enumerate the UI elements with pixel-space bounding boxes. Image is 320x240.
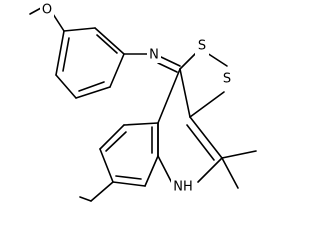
- atom-sulfur-top: S: [195, 38, 209, 56]
- sulfur-right-label: S: [223, 72, 231, 87]
- atom-oxygen: O: [40, 2, 54, 18]
- dithiole-ring: [179, 52, 228, 118]
- sulfur-top-label: S: [198, 39, 206, 54]
- imine-double-bond-a: [160, 56, 181, 67]
- methyl-oxygen-bond: [29, 7, 42, 15]
- aryl-methyl-end: [79, 196, 92, 202]
- atom-amine-nh: NH: [171, 178, 195, 196]
- aryl-methyl-bond: [90, 181, 114, 202]
- amine-nh-label: NH: [173, 180, 193, 195]
- benzo-ring: [99, 122, 159, 187]
- oxygen-ring-bond: [52, 13, 65, 32]
- methyl-bond-upper: [221, 150, 257, 159]
- methoxy-oxygen-label: O: [42, 3, 52, 18]
- imine-nitrogen-label: N: [149, 48, 159, 63]
- methyl-bond-lower: [221, 157, 239, 189]
- atom-imine-nitrogen: N: [147, 47, 161, 63]
- atom-sulfur-right: S: [220, 70, 234, 88]
- imine-double-bond-b: [157, 62, 178, 73]
- methoxyphenyl-ring: [55, 27, 125, 99]
- structure-diagram: O N S S NH: [29, 2, 257, 202]
- dihydroquinoline-ring: [157, 68, 223, 188]
- molecule-canvas: O N S S NH: [29, 2, 257, 202]
